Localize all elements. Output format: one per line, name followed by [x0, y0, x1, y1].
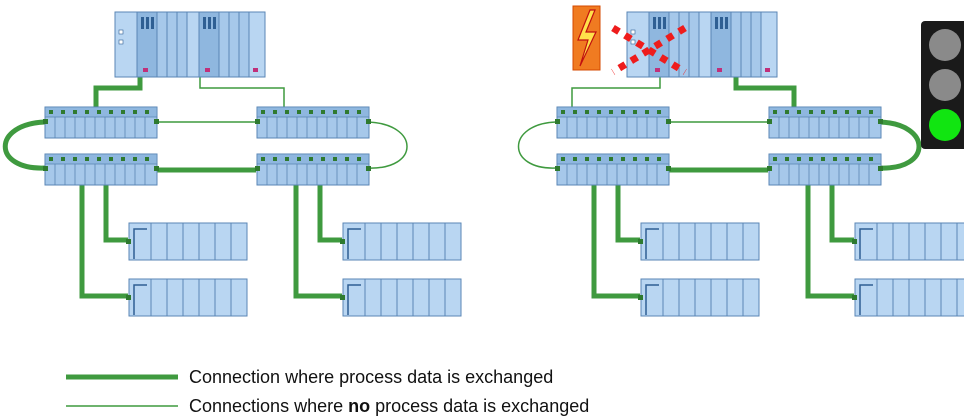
legend-thin-label-before: Connections where	[189, 396, 349, 416]
connection-thick	[293, 185, 342, 299]
legend-thin-label: Connections where no process data is exc…	[189, 396, 589, 416]
field-station	[339, 222, 462, 261]
lamp-yellow-off	[929, 69, 961, 101]
traffic-light-icon	[921, 21, 964, 149]
field-station	[125, 222, 248, 261]
right-system	[517, 5, 964, 317]
legend-thin-label-after: process data is exchanged	[370, 396, 590, 416]
field-station	[851, 278, 964, 317]
legend	[66, 374, 178, 407]
io-interface-module	[42, 153, 160, 186]
connection-thick	[591, 185, 640, 299]
cpu-rack-faulted	[626, 11, 778, 78]
io-interface-module	[254, 153, 372, 186]
field-station	[339, 278, 462, 317]
field-station	[637, 278, 760, 317]
legend-thick-label: Connection where process data is exchang…	[189, 367, 554, 387]
io-interface-module	[254, 106, 372, 139]
connection-thick	[103, 185, 128, 243]
connection-thin	[517, 121, 557, 169]
io-interface-module	[42, 106, 160, 139]
fault-cross-icon	[611, 25, 687, 75]
cpu-rack	[114, 11, 266, 78]
left-connections	[2, 52, 408, 299]
io-interface-module	[554, 106, 672, 139]
lamp-green-on	[929, 109, 961, 141]
lamp-red-off	[929, 29, 961, 61]
connection-thick	[615, 185, 640, 243]
field-station	[851, 222, 964, 261]
field-station	[125, 278, 248, 317]
legend-thin-label-bold: no	[348, 396, 371, 416]
lightning-bolt-icon	[572, 5, 601, 71]
field-station	[637, 222, 760, 261]
left-system	[2, 11, 462, 317]
connection-thick	[805, 185, 854, 299]
connection-thick	[829, 185, 854, 243]
connection-thick	[79, 185, 128, 299]
io-interface-module	[766, 153, 884, 186]
io-interface-module	[766, 106, 884, 139]
connection-thick	[879, 119, 922, 171]
connection-thin	[367, 121, 408, 169]
io-interface-module	[554, 153, 672, 186]
connection-thick	[317, 185, 342, 243]
connection-thick	[2, 119, 46, 171]
